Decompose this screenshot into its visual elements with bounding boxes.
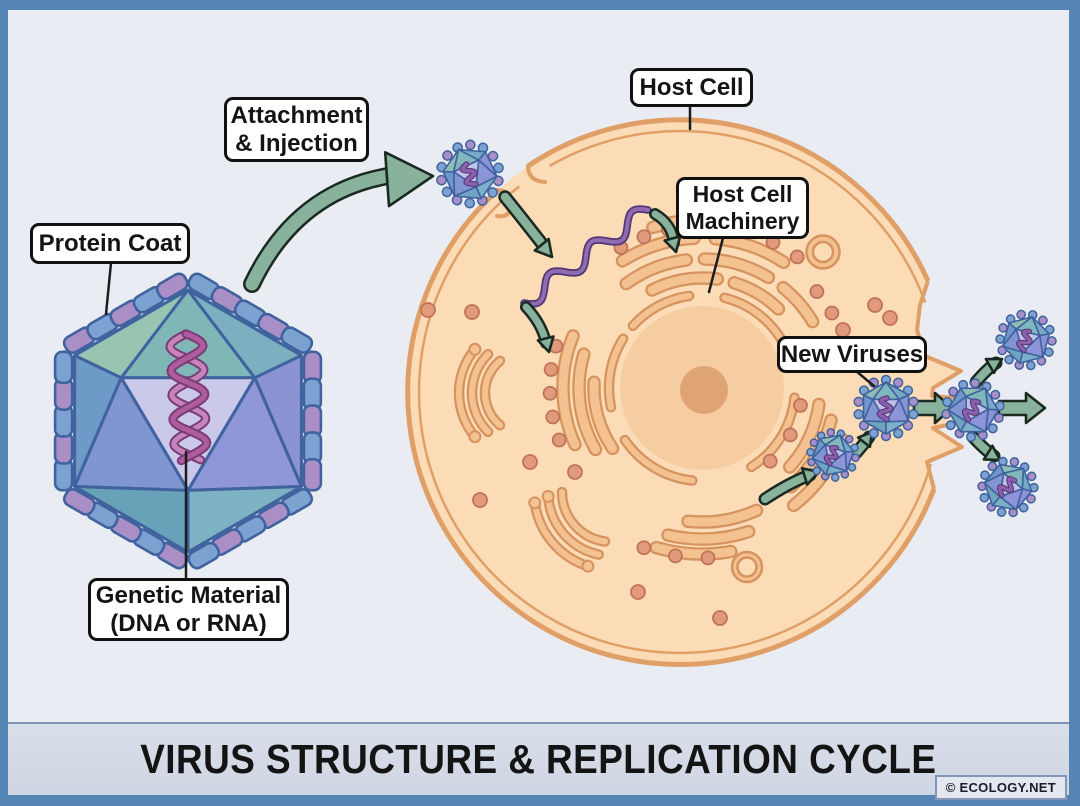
label-new-viruses: New Viruses xyxy=(777,336,927,373)
label-host-cell: Host Cell xyxy=(630,68,753,107)
label-pointers xyxy=(104,105,876,581)
released-virus-1 xyxy=(995,309,1057,371)
exiting-virus xyxy=(941,378,1005,442)
virus-structure xyxy=(53,272,323,570)
released-virus-2 xyxy=(977,456,1039,518)
diagram-title: VIRUS STRUCTURE & REPLICATION CYCLE xyxy=(140,736,937,782)
label-text: Machinery xyxy=(685,208,800,234)
label-text: Host Cell xyxy=(692,181,793,208)
cell-organelles xyxy=(420,213,898,626)
label-protein-coat: Protein Coat xyxy=(30,223,190,264)
label-text: Attachment xyxy=(230,101,363,129)
label-host-cell-machinery: Host Cell Machinery xyxy=(676,177,809,239)
title-banner: VIRUS STRUCTURE & REPLICATION CYCLE xyxy=(8,722,1069,795)
label-attachment-injection: Attachment & Injection xyxy=(224,97,369,162)
label-text: & Injection xyxy=(235,129,358,157)
watermark-badge: © ECOLOGY.NET xyxy=(934,775,1067,800)
label-text: Genetic Material xyxy=(95,581,282,609)
attaching-virus xyxy=(436,139,504,209)
label-text: New Viruses xyxy=(780,340,924,368)
label-text: Host Cell xyxy=(639,73,744,101)
label-text: Protein Coat xyxy=(38,229,182,257)
new-virus-2 xyxy=(853,374,919,442)
label-text: (DNA or RNA) xyxy=(110,609,267,637)
label-genetic-material: Genetic Material (DNA or RNA) xyxy=(88,578,289,641)
new-virus-1 xyxy=(806,428,860,482)
